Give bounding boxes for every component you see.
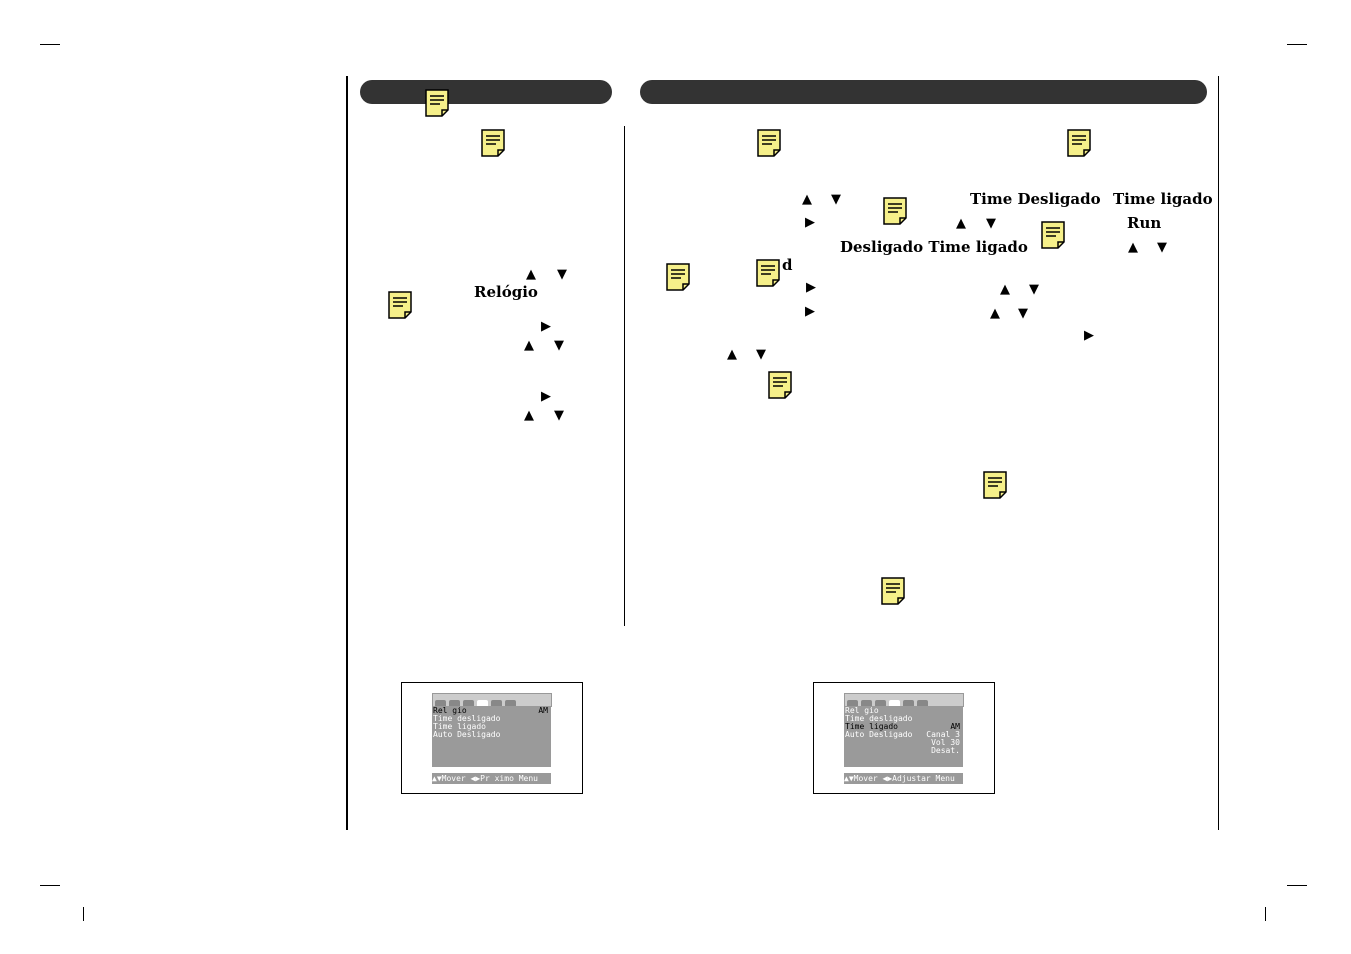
osd-footer: ▲▼Mover ◀▶Adjustar Menu bbox=[844, 773, 963, 784]
down-arrow-icon: ▼ bbox=[986, 216, 996, 231]
note-icon bbox=[881, 577, 905, 605]
right-arrow-icon: ▶ bbox=[805, 304, 815, 319]
label-time-desligado: Time Desligado bbox=[970, 190, 1101, 208]
crop-mark bbox=[40, 44, 60, 45]
right-header-bar bbox=[640, 80, 1207, 104]
up-arrow-icon: ▲ bbox=[802, 192, 812, 207]
down-arrow-icon: ▼ bbox=[557, 267, 567, 282]
up-arrow-icon: ▲ bbox=[524, 338, 534, 353]
osd-footer: ▲▼Mover ◀▶Pr ximo Menu bbox=[432, 773, 551, 784]
crop-mark bbox=[40, 885, 60, 886]
label-desligado-time-ligado: Desligado Time ligado bbox=[840, 238, 1028, 256]
osd-row: Time desligado bbox=[433, 714, 501, 723]
label-fragment-d: d bbox=[782, 256, 793, 274]
down-arrow-icon: ▼ bbox=[756, 347, 766, 362]
up-arrow-icon: ▲ bbox=[526, 267, 536, 282]
right-arrow-icon: ▶ bbox=[1084, 328, 1094, 343]
up-arrow-icon: ▲ bbox=[990, 306, 1000, 321]
label-relogio: Relógio bbox=[474, 283, 538, 301]
down-arrow-icon: ▼ bbox=[1018, 306, 1028, 321]
osd-row: Auto Desligado bbox=[433, 730, 501, 739]
up-arrow-icon: ▲ bbox=[524, 408, 534, 423]
page-border-right bbox=[1218, 76, 1219, 830]
page-border-left bbox=[346, 76, 348, 830]
up-arrow-icon: ▲ bbox=[1128, 240, 1138, 255]
osd-menu-icons bbox=[432, 693, 552, 709]
label-run: Run bbox=[1127, 214, 1162, 232]
right-arrow-icon: ▶ bbox=[541, 389, 551, 404]
note-icon bbox=[883, 197, 907, 225]
column-divider bbox=[624, 126, 625, 626]
left-header-bar bbox=[360, 80, 612, 104]
right-arrow-icon: ▶ bbox=[805, 215, 815, 230]
osd-row: Desat. bbox=[931, 746, 960, 755]
note-icon bbox=[768, 371, 792, 399]
note-icon bbox=[757, 129, 781, 157]
osd-row: Time ligado bbox=[433, 722, 486, 731]
down-arrow-icon: ▼ bbox=[831, 192, 841, 207]
crop-mark bbox=[1287, 885, 1307, 886]
down-arrow-icon: ▼ bbox=[1029, 282, 1039, 297]
note-icon bbox=[481, 129, 505, 157]
note-icon bbox=[425, 89, 449, 117]
note-icon bbox=[756, 259, 780, 287]
right-arrow-icon: ▶ bbox=[806, 280, 816, 295]
up-arrow-icon: ▲ bbox=[727, 347, 737, 362]
note-icon bbox=[1067, 129, 1091, 157]
note-icon bbox=[983, 471, 1007, 499]
up-arrow-icon: ▲ bbox=[1000, 282, 1010, 297]
osd-row: Rel gio bbox=[845, 706, 879, 715]
down-arrow-icon: ▼ bbox=[554, 408, 564, 423]
crop-mark bbox=[1287, 44, 1307, 45]
crop-mark bbox=[1265, 907, 1266, 921]
down-arrow-icon: ▼ bbox=[554, 338, 564, 353]
osd-menu-icons bbox=[844, 693, 964, 709]
down-arrow-icon: ▼ bbox=[1157, 240, 1167, 255]
up-arrow-icon: ▲ bbox=[956, 216, 966, 231]
osd-row: Time desligado bbox=[845, 714, 913, 723]
osd-row: Vol 30 bbox=[931, 738, 960, 747]
right-arrow-icon: ▶ bbox=[541, 319, 551, 334]
note-icon bbox=[1041, 221, 1065, 249]
note-icon bbox=[388, 291, 412, 319]
label-time-ligado: Time ligado bbox=[1113, 190, 1213, 208]
note-icon bbox=[666, 263, 690, 291]
crop-mark bbox=[83, 907, 84, 921]
